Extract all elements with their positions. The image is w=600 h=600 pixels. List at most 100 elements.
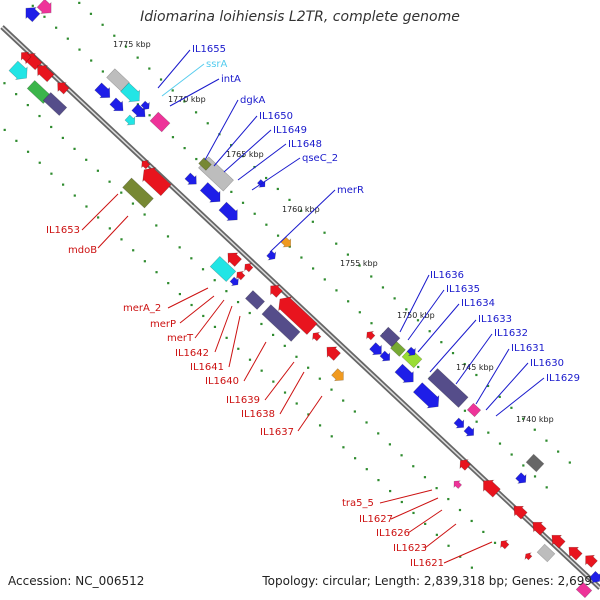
gene-label-il1629[interactable]: IL1629 [546, 373, 580, 384]
tick-mark [113, 34, 116, 37]
gene-label-il1634[interactable]: IL1634 [461, 298, 495, 309]
tick-mark [417, 365, 420, 369]
tick-mark [213, 279, 216, 282]
tick-mark [423, 476, 427, 479]
tick-mark [78, 48, 81, 51]
leader-line [237, 143, 287, 181]
gene-label-il1655[interactable]: IL1655 [192, 44, 226, 55]
tick-mark [533, 475, 537, 478]
leader-line [485, 362, 529, 411]
tick-mark [167, 282, 170, 285]
gene-label-il1639[interactable]: IL1639 [226, 395, 260, 406]
gene-feature [141, 159, 151, 170]
leader-line [214, 305, 233, 353]
leader-line [475, 348, 510, 405]
tick-mark [3, 82, 6, 85]
gene-feature [412, 382, 440, 409]
gene-feature [149, 111, 171, 133]
gene-feature [124, 114, 136, 126]
forward-gene-labels: IL1655 ssrA intA dgkA IL1650 IL1649 IL16… [192, 44, 580, 384]
gene-label-tra5-5[interactable]: tra5_5 [342, 498, 374, 509]
gene-label-il1621[interactable]: IL1621 [410, 558, 444, 569]
tick-mark [213, 325, 217, 328]
tick-mark [124, 45, 128, 48]
leader-line [429, 319, 477, 373]
tick-mark [435, 533, 438, 536]
tick-mark [148, 67, 151, 70]
gene-label-il1648[interactable]: IL1648 [288, 139, 322, 150]
gene-label-il1633[interactable]: IL1633 [478, 314, 512, 325]
tick-mark [230, 144, 233, 147]
gene-label-il1641[interactable]: IL1641 [190, 362, 224, 373]
gene-label-mert[interactable]: merT [167, 333, 194, 344]
tick-mark [424, 522, 427, 525]
tick-mark [85, 205, 88, 208]
tick-mark [545, 439, 548, 442]
gene-label-il1637[interactable]: IL1637 [260, 427, 294, 438]
tick-mark [412, 511, 415, 515]
gene-feature [401, 347, 423, 369]
gene-label-qsec-2[interactable]: qseC_2 [302, 153, 338, 164]
accession-text: Accession: NC_006512 [8, 574, 145, 588]
tick-mark [50, 172, 53, 175]
tick-mark [55, 26, 58, 29]
gene-label-il1650[interactable]: IL1650 [259, 111, 293, 122]
gene-label-merp[interactable]: merP [150, 319, 176, 330]
tick-tracks [3, 1, 571, 569]
tick-mark [96, 169, 99, 172]
gene-feature [575, 581, 593, 599]
tick-mark [288, 198, 291, 201]
gene-label-il1649[interactable]: IL1649 [273, 125, 307, 136]
tick-mark [26, 150, 30, 153]
gene-label-il1626[interactable]: IL1626 [376, 528, 410, 539]
tick-mark [393, 297, 396, 300]
leader-line [169, 78, 220, 107]
gene-label-il1640[interactable]: IL1640 [205, 376, 239, 387]
label-leader-lines [81, 49, 545, 564]
gene-label-merr[interactable]: merR [337, 185, 364, 196]
gene-label-ssra[interactable]: ssrA [206, 59, 228, 70]
gene-label-il1623[interactable]: IL1623 [393, 543, 427, 554]
gene-feature [551, 534, 566, 549]
tick-mark [318, 424, 322, 427]
gene-label-il1635[interactable]: IL1635 [446, 284, 480, 295]
tick-mark [428, 330, 431, 333]
leader-line [390, 497, 439, 520]
tick-mark [202, 314, 205, 318]
tick-mark [498, 442, 502, 445]
gene-features [8, 0, 600, 599]
gene-feature [463, 425, 475, 437]
gene-label-inta[interactable]: intA [221, 74, 241, 85]
gene-label-dgka[interactable]: dgkA [240, 95, 265, 106]
gene-label-il1631[interactable]: IL1631 [511, 343, 545, 354]
tick-mark [26, 103, 29, 107]
tick-mark [276, 187, 279, 191]
gene-feature [394, 363, 414, 383]
gene-feature [270, 284, 283, 298]
gene-label-il1653[interactable]: IL1653 [46, 225, 80, 236]
gene-label-mera-2[interactable]: merA_2 [123, 303, 161, 314]
gene-label-il1627[interactable]: IL1627 [359, 514, 393, 525]
gene-label-il1630[interactable]: IL1630 [530, 358, 564, 369]
tick-mark [230, 190, 233, 193]
tick-mark [318, 377, 321, 380]
gene-feature [8, 60, 28, 80]
tick-mark [195, 157, 198, 161]
gene-feature [209, 255, 237, 283]
gene-label-il1638[interactable]: IL1638 [241, 409, 275, 420]
tick-mark [253, 212, 256, 215]
tick-mark [31, 4, 34, 7]
gene-label-mdob[interactable]: mdoB [68, 245, 97, 256]
gene-feature [184, 172, 197, 185]
tick-mark [225, 336, 228, 339]
gene-label-il1642[interactable]: IL1642 [175, 348, 209, 359]
gene-label-il1632[interactable]: IL1632 [494, 328, 528, 339]
gene-feature [379, 350, 391, 362]
tick-mark [463, 409, 467, 412]
tick-mark [15, 139, 18, 142]
tick-mark [237, 347, 240, 350]
tick-mark [241, 201, 245, 204]
gene-feature [312, 331, 322, 342]
tick-mark [178, 246, 181, 249]
gene-label-il1636[interactable]: IL1636 [430, 270, 464, 281]
